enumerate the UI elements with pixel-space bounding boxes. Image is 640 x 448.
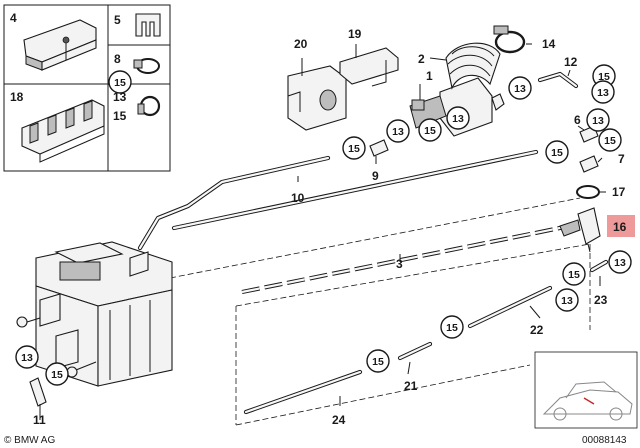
- part-label-3: 3: [396, 257, 403, 271]
- valve-16: [559, 207, 601, 253]
- clip-5: [135, 13, 161, 37]
- fuel-line-upper: [171, 149, 539, 231]
- highlight-box-16: [607, 215, 635, 237]
- o-ring-17: [576, 185, 600, 199]
- part-label-14: 14: [542, 37, 556, 51]
- vehicle-thumbnail: [534, 351, 638, 429]
- bracket-4: [23, 19, 97, 71]
- clamp-8: [133, 58, 160, 74]
- diagram-number: 00088143: [582, 435, 627, 446]
- fuel-line-10: [137, 155, 331, 251]
- callout-15-plug: 15: [604, 135, 616, 147]
- part-label-21: 21: [404, 379, 418, 393]
- callout-15-elbow: 15: [598, 71, 610, 83]
- callout-13-pump-b: 13: [452, 113, 464, 125]
- clamp-13-15: [137, 95, 161, 117]
- callout-15-upper: 15: [551, 147, 563, 159]
- callout-15-heater: 15: [51, 369, 63, 381]
- fuel-line-3: [241, 223, 571, 295]
- damper-block-20: [287, 65, 347, 131]
- callout-13-line22: 13: [561, 295, 573, 307]
- clamp-14: [493, 25, 526, 54]
- callout-15-valve: 15: [568, 269, 580, 281]
- part-label-12: 12: [564, 55, 578, 69]
- part-label-10: 10: [291, 191, 305, 205]
- callout-15-pump: 15: [424, 125, 436, 137]
- part-label-7: 7: [618, 152, 625, 166]
- callout-13-heater: 13: [21, 352, 33, 364]
- part-label-13-inset: 13: [113, 90, 127, 104]
- part-label-8: 8: [114, 52, 121, 66]
- part-label-24: 24: [332, 413, 346, 427]
- leader-lines: [39, 43, 606, 410]
- part-label-23: 23: [594, 293, 608, 307]
- callout-bubbles: 13 15 13 15 15 13 15 13 15 13 15 15 13 1…: [15, 64, 632, 386]
- callout-13-valve: 13: [614, 257, 626, 269]
- holder-18: [21, 99, 105, 163]
- callout-15-line10: 15: [348, 143, 360, 155]
- heater-unit: [16, 241, 173, 387]
- part-label-20: 20: [294, 37, 308, 51]
- inset-panel: [3, 4, 171, 172]
- fuel-line-24: [243, 369, 363, 415]
- part-label-11: 11: [33, 413, 46, 427]
- part-label-18: 18: [10, 90, 24, 104]
- part-label-19: 19: [348, 27, 362, 41]
- hose-2: [445, 42, 501, 90]
- part-label-5: 5: [114, 13, 121, 27]
- callout-15-inset: 15: [114, 77, 126, 89]
- part-label-4: 4: [10, 11, 17, 25]
- part-label-2: 2: [418, 52, 425, 66]
- callout-13-plug: 13: [592, 115, 604, 127]
- callout-13-pump: 13: [514, 83, 526, 95]
- part-label-22: 22: [530, 323, 544, 337]
- part-label-6: 6: [574, 113, 581, 127]
- elbow-12: [537, 71, 579, 89]
- screw-7: [579, 155, 599, 173]
- callout-13-elbow: 13: [597, 87, 609, 99]
- part-label-1: 1: [426, 69, 433, 83]
- boundary-lines: [117, 197, 591, 426]
- callout-15-line22: 15: [446, 322, 458, 334]
- callout-13-line10: 13: [392, 126, 404, 138]
- sleeve-21: [397, 341, 433, 361]
- callout-15-line24: 15: [372, 356, 384, 368]
- part-label-9: 9: [372, 169, 379, 183]
- copyright-text: © BMW AG: [4, 435, 55, 446]
- bracket-19: [339, 47, 399, 87]
- part-label-17: 17: [612, 185, 626, 199]
- sleeve-23: [589, 259, 609, 273]
- part-label-15-inset: 15: [113, 109, 127, 123]
- part-label-16: 16: [613, 220, 627, 234]
- connector-9: [369, 139, 389, 157]
- fuel-line-22: [467, 285, 553, 329]
